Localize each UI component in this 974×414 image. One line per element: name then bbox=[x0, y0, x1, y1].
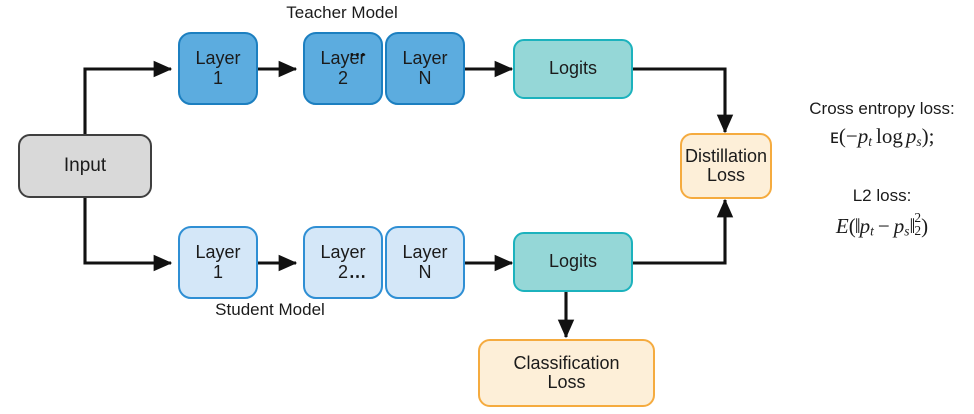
node-teacher-logits[interactable]: Logits bbox=[513, 39, 633, 99]
paren-close: ) bbox=[921, 213, 929, 238]
teacher-layers-ellipsis: ⋯ bbox=[349, 45, 367, 64]
node-teacher-layer-2[interactable]: Layer 2 bbox=[303, 32, 383, 105]
node-label-line1: Layer bbox=[195, 242, 241, 263]
node-student-layer-2[interactable]: Layer 2 bbox=[303, 226, 383, 299]
norm-subscript: 2 bbox=[914, 223, 922, 239]
wire-teacher-logits-to-distillation bbox=[633, 67, 734, 134]
node-student-logits-label: Logits bbox=[548, 251, 598, 272]
p-student-subscript: s bbox=[904, 223, 910, 239]
student-model-label: Student Model bbox=[215, 300, 325, 319]
p-student-subscript: s bbox=[916, 133, 922, 149]
expectation-symbol: E bbox=[835, 213, 849, 238]
node-label-line2: 1 bbox=[212, 67, 223, 88]
paren-open-norm: (‖ bbox=[848, 213, 861, 238]
node-teacher-layer-1[interactable]: Layer 1 bbox=[178, 32, 258, 105]
node-label-line1: Layer bbox=[195, 48, 241, 69]
p-teacher-subscript: t bbox=[868, 133, 872, 149]
p-teacher-subscript: t bbox=[870, 223, 874, 239]
wire-input-to-teacher bbox=[83, 60, 173, 136]
node-distillation-loss[interactable]: Distillation Loss bbox=[680, 133, 772, 199]
student-layers-ellipsis: ⋯ bbox=[349, 267, 367, 286]
formula-l2-loss-label: L2 loss: bbox=[852, 186, 912, 205]
node-label-line1: Layer bbox=[402, 242, 448, 263]
node-label-line2: Loss bbox=[547, 372, 586, 392]
paren-open: (− bbox=[838, 124, 858, 148]
node-input[interactable]: Input bbox=[18, 134, 152, 198]
node-label-line1: Layer bbox=[320, 48, 366, 69]
node-input-label: Input bbox=[63, 154, 107, 176]
node-label-line1: Layer bbox=[402, 48, 448, 69]
node-label-line2: 2 bbox=[337, 261, 348, 282]
node-label-line2: Loss bbox=[706, 165, 746, 185]
node-label-line1: Classification bbox=[513, 352, 620, 373]
norm-close: ‖ bbox=[909, 213, 915, 238]
node-teacher-logits-label: Logits bbox=[548, 58, 598, 79]
node-student-layer-1[interactable]: Layer 1 bbox=[178, 226, 258, 299]
node-teacher-layer-n[interactable]: Layer N bbox=[385, 32, 465, 105]
node-student-logits[interactable]: Logits bbox=[513, 232, 633, 292]
node-label-line2: 2 bbox=[337, 67, 348, 88]
wire-input-to-student bbox=[83, 198, 173, 272]
node-label-line2: N bbox=[418, 67, 432, 88]
expectation-symbol: ᴇ bbox=[829, 126, 839, 148]
node-label-line1: Distillation bbox=[684, 145, 768, 166]
node-student-layer-n[interactable]: Layer N bbox=[385, 226, 465, 299]
node-label-line1: Layer bbox=[320, 242, 366, 263]
formula-cross-entropy-label: Cross entropy loss: bbox=[809, 99, 955, 118]
p-teacher: p bbox=[859, 213, 871, 238]
norm-superscript: 2 bbox=[914, 210, 922, 225]
minus-operator: − bbox=[877, 213, 890, 238]
p-student: p bbox=[893, 213, 905, 238]
node-label-line2: 1 bbox=[212, 261, 223, 282]
paren-close: ); bbox=[921, 124, 935, 148]
log-operator: log bbox=[876, 124, 903, 148]
p-student: p bbox=[905, 124, 917, 148]
node-label-line2: N bbox=[418, 261, 432, 282]
wire-student-logits-to-distillation bbox=[633, 198, 734, 265]
node-classification-loss[interactable]: Classification Loss bbox=[478, 339, 655, 407]
teacher-model-label: Teacher Model bbox=[286, 3, 398, 22]
p-teacher: p bbox=[857, 124, 869, 148]
